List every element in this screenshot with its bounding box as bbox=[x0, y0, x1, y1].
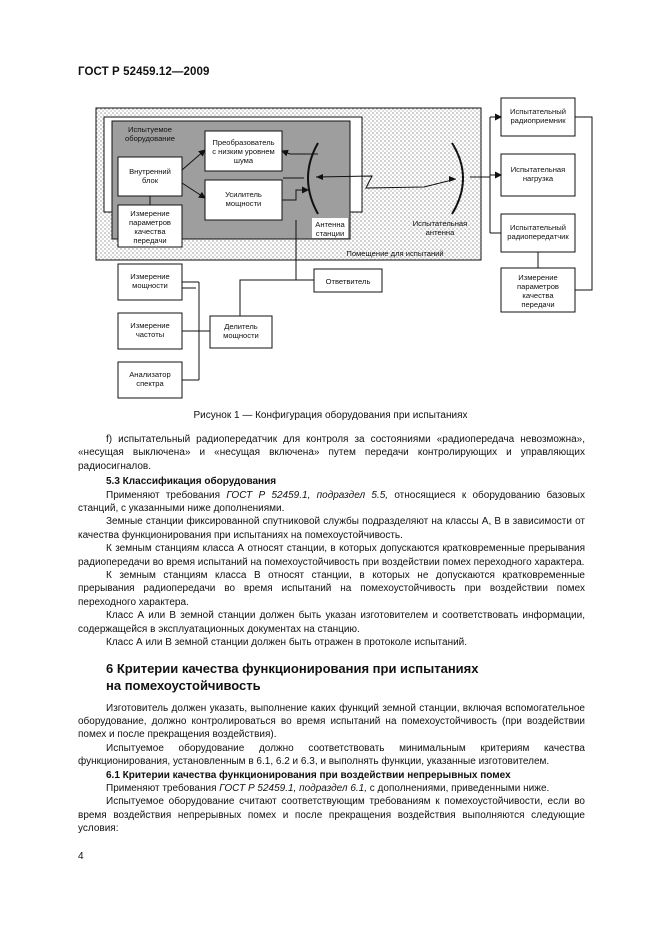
figure-caption: Рисунок 1 — Конфигурация оборудования пр… bbox=[193, 410, 468, 421]
svg-text:Внутренний: Внутренний bbox=[129, 167, 171, 176]
svg-text:качества: качества bbox=[134, 227, 166, 236]
svg-text:качества: качества bbox=[522, 291, 554, 300]
svg-text:Усилитель: Усилитель bbox=[225, 190, 262, 199]
page-number: 4 bbox=[78, 851, 84, 862]
test-configuration-figure: Испытуемое оборудование Преобразователь … bbox=[95, 97, 593, 399]
svg-text:частоты: частоты bbox=[136, 330, 164, 339]
svg-text:передачи: передачи bbox=[133, 236, 166, 245]
svg-text:Измерение: Измерение bbox=[130, 321, 170, 330]
section-6-1-para-1: Применяют требования ГОСТ Р 52459.1, под… bbox=[106, 782, 550, 794]
svg-text:Испытательная: Испытательная bbox=[413, 219, 468, 228]
svg-text:радиоприемник: радиоприемник bbox=[510, 116, 566, 125]
svg-text:нагрузка: нагрузка bbox=[523, 174, 554, 183]
svg-text:Анализатор: Анализатор bbox=[129, 370, 171, 379]
station-antenna-dish bbox=[307, 142, 319, 215]
document-header: ГОСТ Р 52459.12—2009 bbox=[78, 66, 210, 78]
svg-text:Антенна: Антенна bbox=[315, 220, 345, 229]
svg-text:мощности: мощности bbox=[132, 281, 168, 290]
section-5-3-para-6: Класс А или В земной станции должен быть… bbox=[106, 637, 468, 649]
indoor-unit-box bbox=[117, 156, 183, 197]
svg-text:параметров: параметров bbox=[517, 282, 559, 291]
svg-text:станции: станции bbox=[316, 229, 344, 238]
svg-text:мощности: мощности bbox=[223, 331, 259, 340]
svg-text:Ответвитель: Ответвитель bbox=[326, 277, 371, 286]
svg-text:радиопередатчик: радиопередатчик bbox=[507, 232, 569, 241]
svg-text:Испытательный: Испытательный bbox=[510, 107, 566, 116]
section-6-title-line-2: на помехоустойчивость bbox=[106, 677, 261, 693]
svg-text:параметров: параметров bbox=[129, 218, 171, 227]
test-antenna-dish bbox=[451, 142, 464, 215]
item-f: f) испытательный радиопередатчик для кон… bbox=[78, 434, 585, 472]
svg-text:передачи: передачи bbox=[521, 300, 554, 309]
power-amplifier-box bbox=[204, 179, 283, 221]
svg-text:спектра: спектра bbox=[136, 379, 164, 388]
frequency-measurement-box bbox=[117, 312, 183, 350]
section-5-3-para-5: Класс А или В земной станции должен быть… bbox=[78, 610, 585, 635]
section-5-3-para-1: Применяют требования ГОСТ Р 52459.1, под… bbox=[78, 489, 585, 515]
section-5-3-title: 5.3 Классификация оборудования bbox=[106, 476, 277, 488]
section-6-1-para-2: Испытуемое оборудование считают соответс… bbox=[78, 796, 585, 835]
section-5-3-para-4: К земным станциям класса В относят станц… bbox=[78, 570, 585, 608]
eut-label: Испытуемое bbox=[128, 125, 172, 134]
section-6-title-line-1: 6 Критерии качества функционирования при… bbox=[106, 660, 479, 676]
svg-text:оборудование: оборудование bbox=[125, 134, 175, 143]
section-6-para-1: Изготовитель должен указать, выполнение … bbox=[78, 702, 585, 741]
test-transmitter-box bbox=[500, 213, 576, 253]
svg-text:Измерение: Измерение bbox=[518, 273, 558, 282]
section-5-3-para-3: К земным станциям класса А относят станц… bbox=[78, 543, 585, 568]
section-6-para-2: Испытуемое оборудование должно соответст… bbox=[78, 742, 585, 768]
svg-text:Измерение: Измерение bbox=[130, 209, 170, 218]
svg-text:Преобразователь: Преобразователь bbox=[212, 138, 274, 147]
svg-text:шума: шума bbox=[234, 156, 254, 165]
power-measurement-box bbox=[117, 263, 183, 301]
svg-text:Измерение: Измерение bbox=[130, 272, 170, 281]
svg-text:антенна: антенна bbox=[426, 228, 455, 237]
svg-text:Испытательная: Испытательная bbox=[511, 165, 566, 174]
quality-measurement-left-box bbox=[117, 204, 183, 248]
section-5-3-para-2: Земные станции фиксированной спутниковой… bbox=[78, 516, 585, 541]
svg-text:мощности: мощности bbox=[226, 199, 262, 208]
power-divider-box bbox=[209, 315, 273, 349]
svg-text:с низким уровнем: с низким уровнем bbox=[212, 147, 275, 156]
body-text: f) испытательный радиопередатчик для кон… bbox=[78, 433, 585, 836]
test-room-label: Помещение для испытаний bbox=[346, 249, 443, 258]
svg-text:Делитель: Делитель bbox=[224, 322, 258, 331]
svg-text:блок: блок bbox=[142, 176, 159, 185]
section-6-1-title: 6.1 Критерии качества функционирования п… bbox=[106, 769, 511, 781]
radio-link bbox=[315, 175, 457, 189]
svg-text:Испытательный: Испытательный bbox=[510, 223, 566, 232]
